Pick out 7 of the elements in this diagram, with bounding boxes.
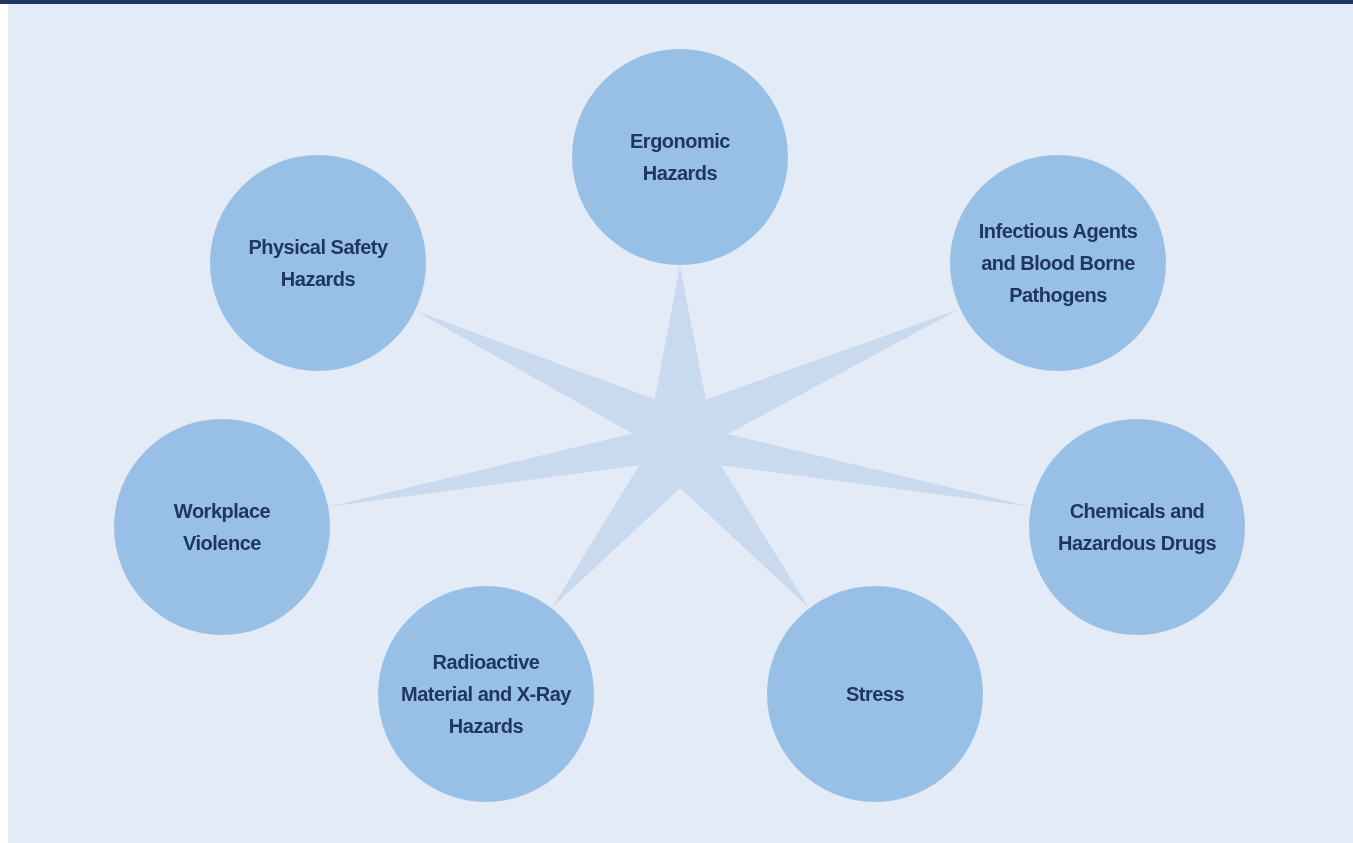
hazard-label: Ergonomic Hazards [629,129,731,186]
hazard-label: Physical Safety Hazards [247,235,389,292]
hazard-label: Chemicals and Hazardous Drugs [1056,499,1218,556]
hazard-label: Infectious Agents and Blood Borne Pathogens [977,219,1139,308]
hazard-label: Stress [845,682,905,707]
hazard-label: Radioactive Material and X-Ray Hazards [401,650,571,739]
hazard-label: Workplace Violence [172,499,272,556]
